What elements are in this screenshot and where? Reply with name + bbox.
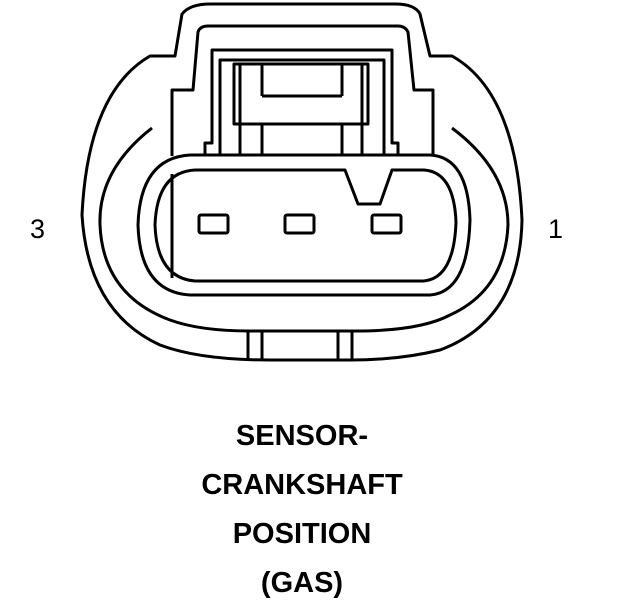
pin-label-left: 3 [30, 214, 46, 244]
terminal-cavity-inner [153, 168, 458, 283]
terminal-cavity-outer [136, 153, 472, 297]
wire-exit-tabs [246, 331, 354, 360]
latch-arm [232, 62, 370, 126]
connector-outer-housing [80, 2, 524, 362]
caption-line: CRANKSHAFT [201, 469, 403, 501]
caption-line: (GAS) [260, 567, 344, 599]
terminal-pin-1 [370, 213, 403, 235]
latch-outer [170, 24, 435, 156]
terminal-pin-2 [283, 213, 316, 235]
pin-label-right: 1 [548, 214, 564, 244]
latch-frame-inner-edge [218, 58, 386, 156]
caption-line: POSITION [232, 518, 372, 550]
terminal-pin-3 [197, 213, 230, 235]
component-caption: SENSOR- CRANKSHAFT POSITION (GAS) [0, 412, 604, 608]
locking-latch [170, 24, 435, 156]
latch-inner-frame [203, 48, 400, 156]
connector-inner-housing [98, 126, 510, 333]
caption-line: SENSOR- [235, 420, 369, 452]
connector-diagram [80, 2, 524, 362]
